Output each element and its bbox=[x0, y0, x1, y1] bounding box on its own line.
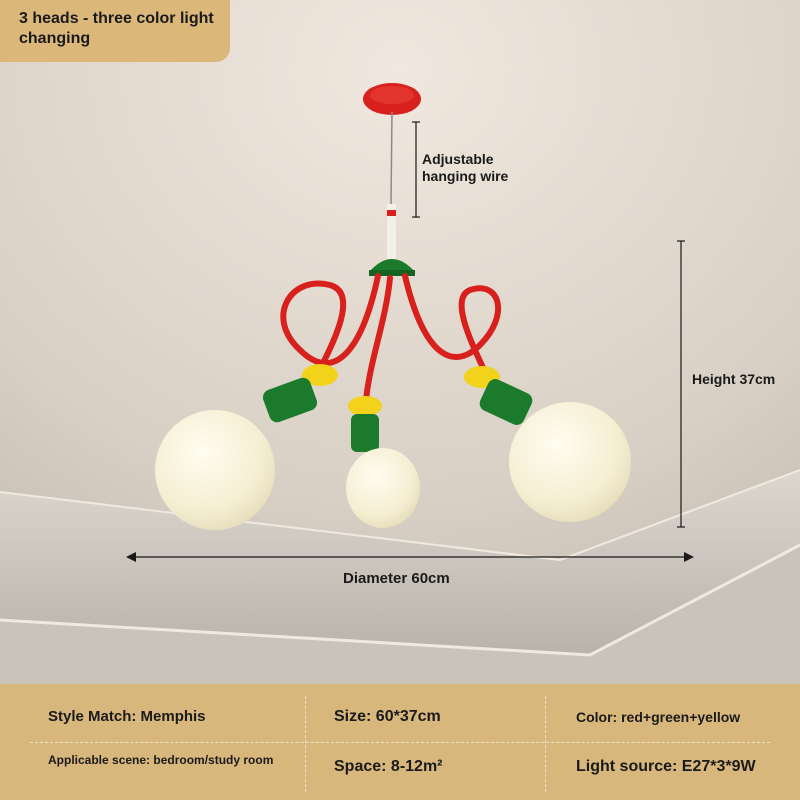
spec-color: Color: red+green+yellow bbox=[576, 709, 741, 725]
height-annotation: Height 37cm bbox=[692, 371, 776, 387]
spec-space: Space: 8-12m² bbox=[334, 758, 443, 775]
lamp-left bbox=[155, 364, 338, 530]
diameter-annotation: Diameter 60cm bbox=[343, 570, 450, 587]
hanging-wire bbox=[390, 111, 393, 206]
spec-size: Size: 60*37cm bbox=[334, 708, 441, 725]
spec-style: Style Match: Memphis bbox=[48, 708, 206, 725]
spec-light-source: Light source: E27*3*9W bbox=[576, 758, 756, 775]
ceiling-cove-lower bbox=[0, 545, 800, 684]
chandelier-photo bbox=[0, 0, 800, 684]
hub bbox=[369, 259, 415, 272]
dimension-lines bbox=[134, 121, 686, 558]
ceiling-cove bbox=[0, 470, 800, 655]
lamp-right bbox=[464, 366, 631, 522]
spec-scene: Applicable scene: bedroom/study room bbox=[48, 753, 274, 767]
lamp-middle bbox=[346, 396, 420, 528]
lamp-arms bbox=[280, 273, 501, 403]
feature-badge: 3 heads - three color light changing bbox=[0, 0, 230, 62]
wire-annotation: Adjustable hanging wire bbox=[422, 151, 509, 184]
